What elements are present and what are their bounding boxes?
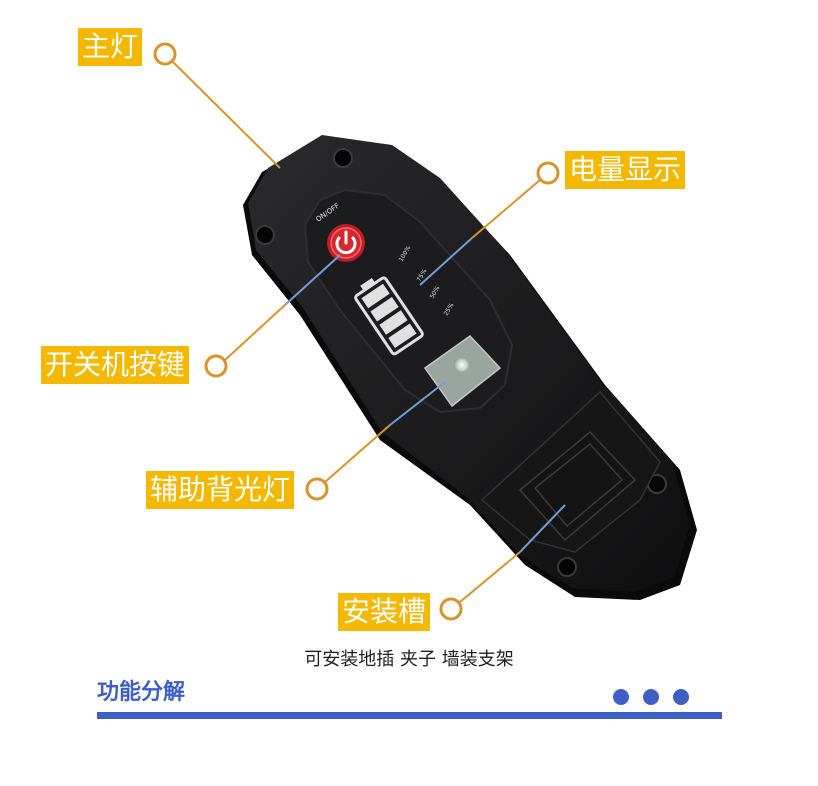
leader-power-button	[224, 304, 286, 361]
section-divider	[97, 712, 722, 719]
decorative-dot	[643, 689, 659, 705]
leader-battery-display	[471, 179, 541, 239]
battery-bar	[379, 310, 408, 335]
leader-battery-display-marker	[536, 161, 560, 185]
label-backlight: 辅助背光灯	[146, 471, 295, 509]
screw	[557, 557, 577, 577]
power-button[interactable]	[327, 224, 365, 262]
section-title: 功能分解	[97, 680, 186, 705]
screw	[333, 148, 353, 168]
leader-battery-display-inner	[419, 237, 473, 286]
device-body: ON/OFF 100% 75% 50% 25%	[243, 135, 697, 600]
decorative-dot	[613, 689, 629, 705]
battery-bar	[388, 323, 417, 349]
label-power-button: 开关机按键	[41, 346, 190, 384]
label-main-light: 主灯	[78, 28, 143, 66]
leader-backlight-inner	[389, 381, 446, 426]
battery-bar	[361, 283, 390, 309]
leader-main-light	[172, 61, 281, 169]
mount-options-caption: 可安装地插 夹子 墙装支架	[304, 649, 514, 670]
screw	[255, 225, 275, 245]
leader-mount-slot-marker	[439, 597, 463, 621]
leader-power-button-marker	[204, 354, 228, 378]
leader-power-button-inner	[284, 254, 341, 306]
battery-bar	[370, 296, 399, 322]
leader-lines	[153, 42, 566, 621]
leader-backlight-marker	[305, 477, 329, 501]
leader-mount-slot-inner	[519, 504, 566, 553]
label-battery-display: 电量显示	[565, 151, 686, 189]
leader-main-light-marker	[153, 42, 177, 66]
backlight-led	[423, 335, 502, 408]
leader-backlight	[324, 424, 391, 483]
device-diagram: ON/OFF 100% 75% 50% 25%	[153, 42, 697, 621]
decorative-dot	[673, 689, 689, 705]
leader-mount-slot	[459, 551, 521, 603]
battery-indicator	[354, 276, 424, 356]
label-mount-slot: 安装槽	[338, 593, 431, 631]
